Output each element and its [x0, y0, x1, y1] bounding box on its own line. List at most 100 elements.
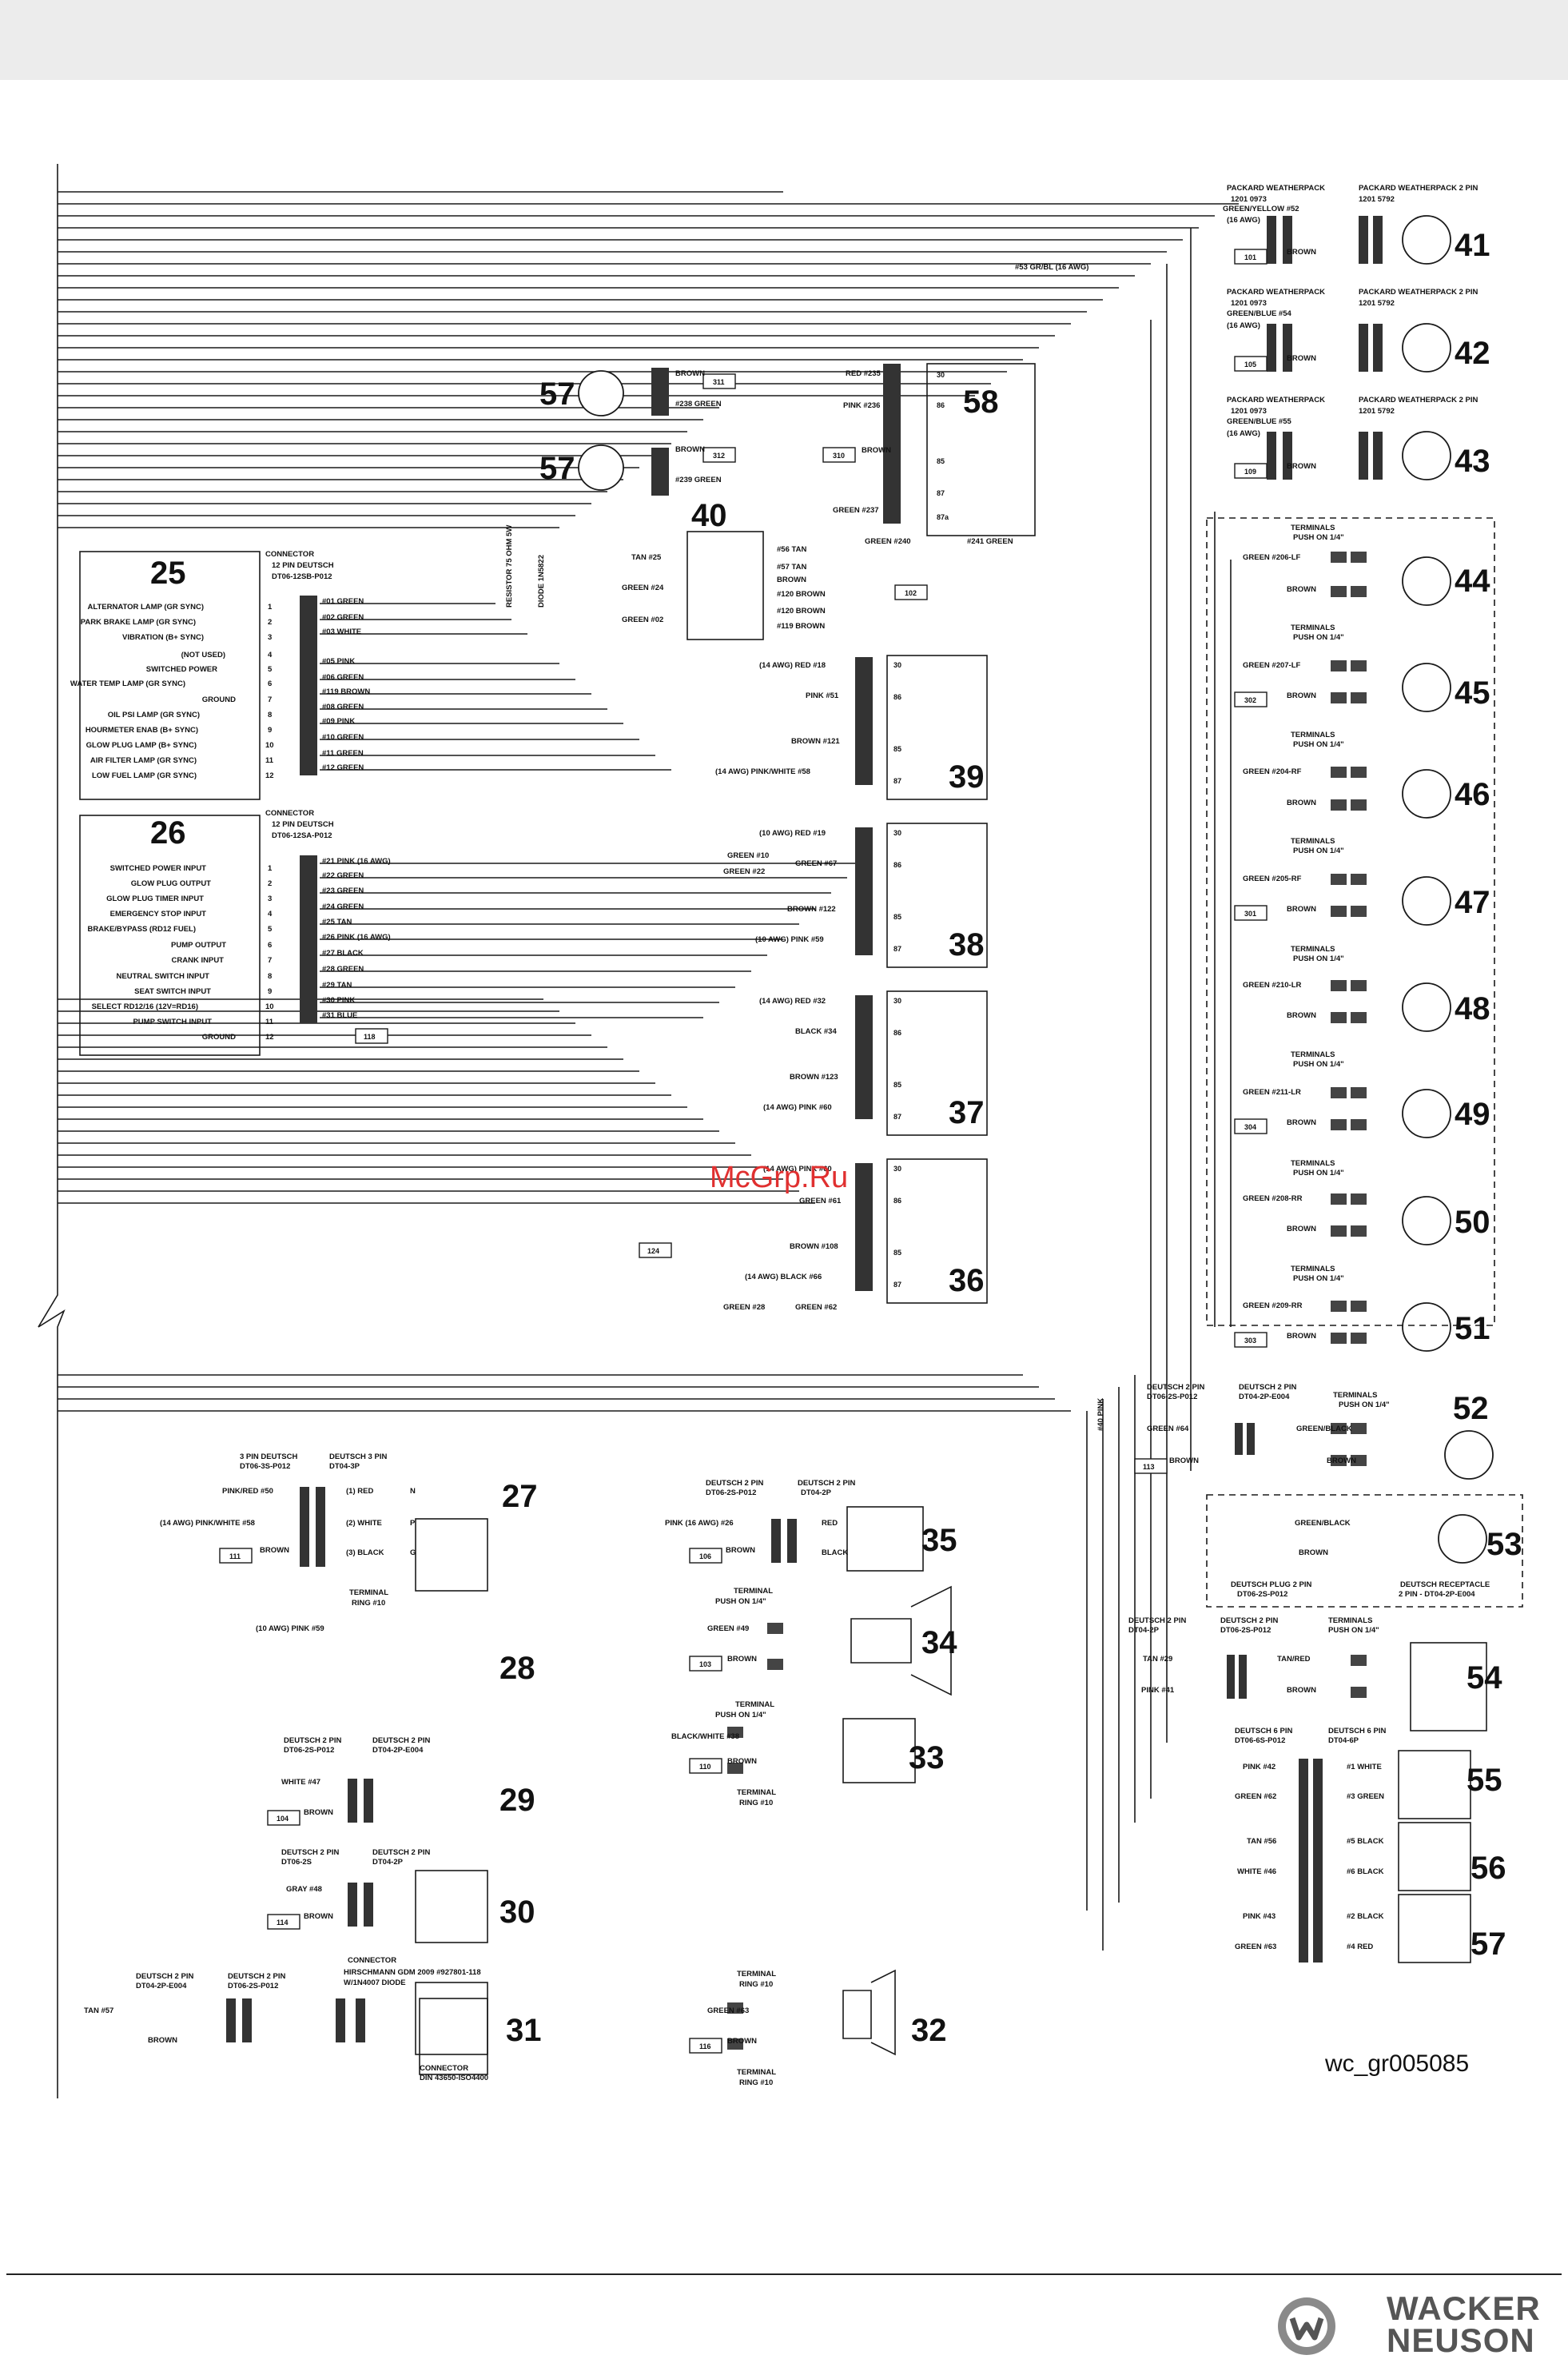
c25-pin: 6: [268, 679, 272, 688]
wire-label: #3 GREEN: [1347, 1792, 1384, 1801]
relay-36-number: 36: [949, 1263, 985, 1298]
wire-label: BROWN: [726, 1546, 755, 1555]
wire-number-box: 310: [833, 452, 845, 460]
wire-label: DT04-2P: [801, 1488, 832, 1497]
c26-wire: #28 GREEN: [322, 965, 364, 974]
relay-pin: 30: [893, 1165, 901, 1173]
wire-label: (14 AWG) BLACK #66: [745, 1273, 822, 1281]
c26-pin: 7: [268, 956, 272, 965]
wire-label: DT06-6S-P012: [1235, 1736, 1285, 1745]
wire-label: G: [410, 1548, 416, 1557]
c26-wire: #23 GREEN: [322, 887, 364, 895]
terminals-label: TERMINALS: [1291, 524, 1335, 532]
c26-pin: 1: [268, 864, 273, 873]
brand-line-2: NEUSON: [1387, 2321, 1535, 2359]
wire-label: BROWN: [1287, 799, 1316, 807]
wire-label: TAN #56: [1247, 1837, 1276, 1846]
wire-label: RED: [822, 1519, 838, 1528]
component-50-number: 50: [1455, 1205, 1490, 1240]
wire-label: BROWN #123: [790, 1073, 838, 1082]
c25-wire: #08 GREEN: [322, 703, 364, 711]
lamp-57b-number: 57: [539, 451, 575, 486]
wire-number-box: 301: [1244, 910, 1256, 918]
c26-wire: #26 PINK (16 AWG): [322, 933, 391, 942]
c26-wire: #30 PINK: [322, 996, 355, 1005]
c25-wire: #09 PINK: [322, 717, 355, 726]
component-27-number: 27: [502, 1479, 538, 1514]
wire-label: DEUTSCH 3 PIN: [329, 1452, 387, 1461]
relay-38-number: 38: [949, 927, 985, 962]
wire-number-box: 312: [713, 452, 725, 460]
c26-wire: #25 TAN: [322, 918, 352, 926]
wire-label: GREEN #240: [865, 537, 911, 546]
c26-function: SELECT RD12/16 (12V=RD16): [92, 1002, 198, 1011]
c25-wire: #119 BROWN: [322, 687, 370, 696]
wire-label: (14 AWG) PINK/WHITE #58: [715, 767, 810, 776]
wire-label: BROWN: [304, 1912, 333, 1921]
wire-label: (10 AWG) PINK #59: [256, 1624, 324, 1633]
wire-label: DEUTSCH 2 PIN: [281, 1848, 339, 1857]
wire-label: DT06-2S-P012: [1237, 1590, 1287, 1599]
relay-pin: 86: [893, 1029, 901, 1037]
wire-label: GREEN #208-RR: [1243, 1194, 1303, 1203]
wire-label: BROWN #121: [791, 737, 840, 746]
wire-label: GREEN #62: [1235, 1792, 1276, 1801]
wire-number-box: 113: [1143, 1463, 1155, 1471]
wire-label: GREEN/BLACK: [1296, 1425, 1352, 1433]
c25-wire: #05 PINK: [322, 657, 355, 666]
component-55-number: 55: [1467, 1763, 1502, 1798]
connector-25-header-1: CONNECTOR: [265, 550, 314, 559]
wire-label: DEUTSCH 6 PIN: [1328, 1727, 1386, 1735]
terminals-label: PUSH ON 1/4": [1293, 1169, 1344, 1178]
wire-label: GREEN #63: [707, 2006, 749, 2015]
wire-label: BROWN: [1287, 354, 1316, 363]
c26-pin: 12: [265, 1033, 274, 1042]
terminals-label: TERMINALS: [1291, 837, 1335, 846]
connector-26-header-2: 12 PIN DEUTSCH: [272, 820, 334, 829]
wire-label: BROWN: [675, 445, 705, 454]
wire-label: DEUTSCH 2 PIN: [798, 1479, 855, 1488]
wire-label: BROWN: [148, 2036, 177, 2045]
wire-label: DT04-2P: [372, 1858, 404, 1867]
relay-pin: 87: [893, 945, 901, 953]
component-48-number: 48: [1455, 991, 1490, 1026]
wire-label: DEUTSCH 2 PIN: [1239, 1383, 1296, 1392]
wire-label: DEUTSCH 6 PIN: [1235, 1727, 1292, 1735]
wire-label: PINK #236: [843, 401, 880, 410]
diode-label: DIODE 1N5822: [537, 555, 546, 608]
wire-label: TERMINAL: [349, 1588, 388, 1597]
c25-pin: 4: [268, 651, 273, 659]
component-49-number: 49: [1455, 1097, 1490, 1132]
wire-number-box: 116: [699, 2042, 711, 2050]
component-54-number: 54: [1467, 1660, 1502, 1696]
wire-number-box: 104: [277, 1815, 289, 1823]
wire-label: BROWN #108: [790, 1242, 838, 1251]
wire-label: RING #10: [739, 2078, 773, 2087]
wire-label: BROWN: [1287, 1332, 1316, 1341]
c25-pin: 12: [265, 771, 274, 780]
wire-label: BROWN: [260, 1546, 289, 1555]
c26-function: PUMP OUTPUT: [171, 941, 226, 950]
wire-label: TERMINAL: [734, 1587, 773, 1596]
wire-label: BROWN: [1287, 585, 1316, 594]
wire-label: BROWN: [1299, 1548, 1328, 1557]
c26-function: NEUTRAL SWITCH INPUT: [117, 972, 210, 981]
terminals-label: TERMINALS: [1328, 1616, 1372, 1625]
terminals-label: TERMINALS: [1291, 1265, 1335, 1273]
c26-pin: 5: [268, 925, 273, 934]
wire-label: PACKARD WEATHERPACK 2 PIN: [1359, 184, 1478, 193]
wire-label: #4 RED: [1347, 1943, 1373, 1951]
wire-label: PUSH ON 1/4": [715, 1597, 766, 1606]
c26-pin: 3: [268, 895, 272, 903]
terminals-label: PUSH ON 1/4": [1293, 1060, 1344, 1069]
c25-wire: #10 GREEN: [322, 733, 364, 742]
wire-label: RING #10: [739, 1980, 773, 1989]
wire-label: BROWN: [1287, 1225, 1316, 1233]
wire-label: #241 GREEN: [967, 537, 1013, 546]
c25-wire: #03 WHITE: [322, 628, 361, 636]
wire-label: BROWN: [1169, 1456, 1199, 1465]
component-46-number: 46: [1455, 777, 1490, 812]
component-52-number: 52: [1453, 1391, 1489, 1426]
wire-label: BROWN: [1287, 1011, 1316, 1020]
wire-label: (14 AWG) RED #18: [759, 661, 826, 670]
